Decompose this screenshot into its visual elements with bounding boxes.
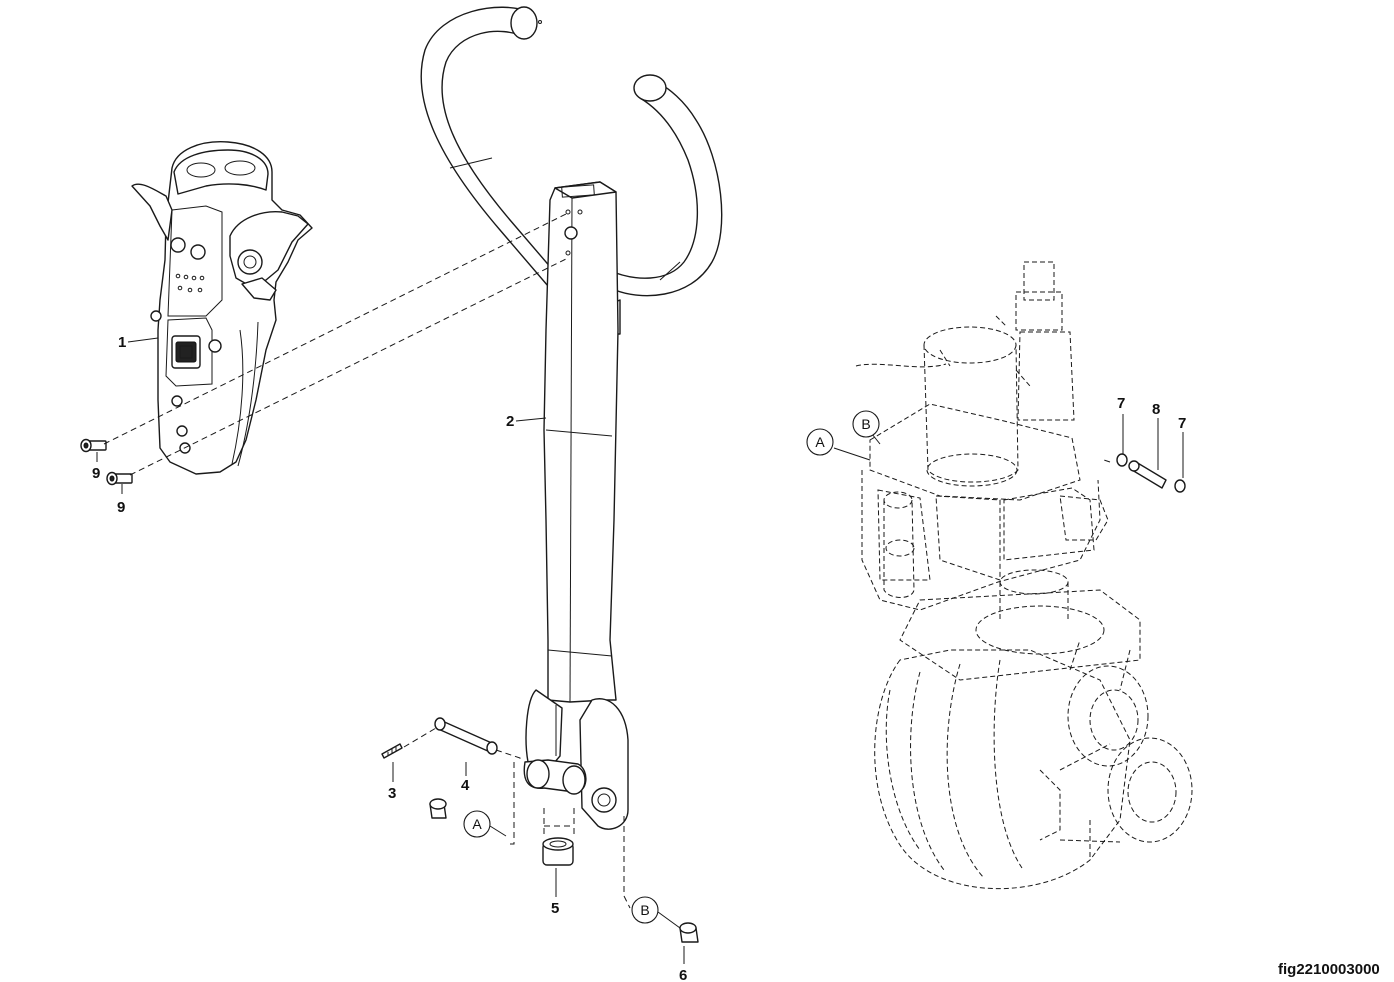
washer-part-left [1116, 453, 1128, 467]
ref-marker-b-bottom: B [631, 896, 659, 924]
ref-a-left-label: A [472, 816, 482, 832]
tiller-arm-part [420, 6, 723, 830]
callout-5: 5 [551, 900, 559, 917]
callout-8: 8 [1152, 401, 1160, 418]
control-head-part [131, 141, 313, 475]
bushing-part-a [429, 798, 447, 819]
callout-7-right: 7 [1178, 415, 1186, 432]
ref-b-right-label: B [861, 416, 870, 432]
roll-pin-part [381, 743, 403, 759]
ref-marker-a-left: A [463, 810, 491, 838]
screw-part-lower [106, 471, 133, 486]
pin-part-8 [1128, 460, 1167, 489]
washer-part-right [1174, 479, 1186, 493]
figure-id: fig2210003000 [1278, 961, 1380, 978]
ref-marker-b-right: B [852, 410, 880, 438]
ref-a-right-label: A [815, 434, 825, 450]
bushing-part-5 [542, 837, 574, 866]
callout-2: 2 [506, 413, 514, 430]
ref-marker-a-right: A [806, 428, 834, 456]
bushing-part-6 [679, 922, 699, 943]
callout-9-lower: 9 [117, 499, 125, 516]
shaft-part [434, 717, 498, 755]
callout-6: 6 [679, 967, 687, 982]
callout-9-upper: 9 [92, 465, 100, 482]
part-number-callouts: 1 2 3 4 5 6 7 8 7 9 9 [92, 334, 1186, 982]
callout-3: 3 [388, 785, 396, 802]
drive-unit-ghost [855, 261, 1193, 890]
ref-b-bottom-label: B [640, 902, 649, 918]
callout-1: 1 [118, 334, 126, 351]
callout-lines [96, 337, 1184, 964]
callout-4: 4 [461, 777, 470, 794]
assembly-leader-lines [103, 213, 1111, 909]
screw-part-upper [80, 438, 107, 453]
callout-7-left: 7 [1117, 395, 1125, 412]
